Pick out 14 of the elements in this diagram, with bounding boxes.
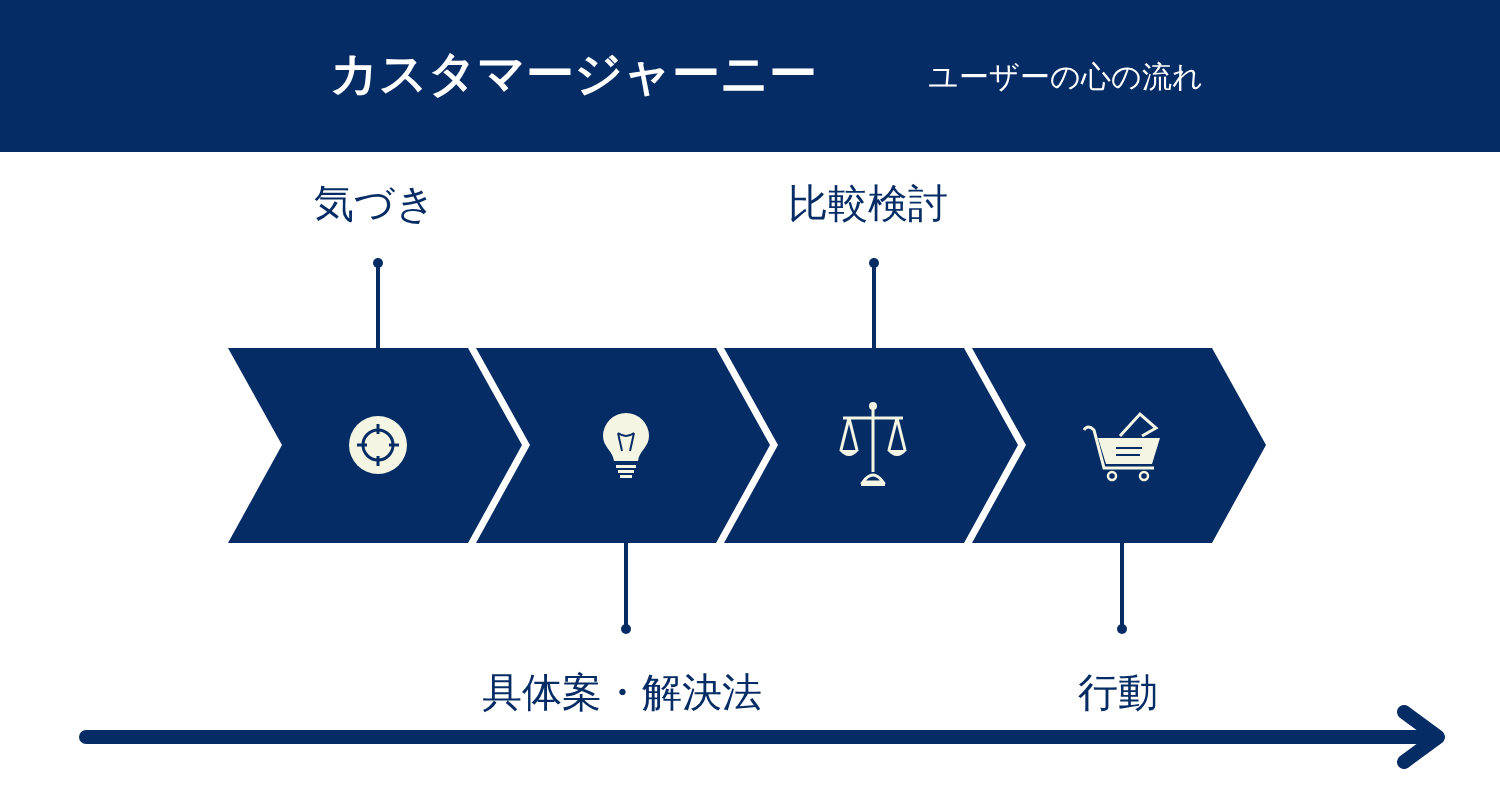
stage-label: 行動 (1078, 665, 1158, 720)
chevron-step (972, 348, 1266, 543)
stage-label: 具体案・解決法 (482, 665, 762, 720)
leader-line (373, 258, 383, 348)
stage-label: 比較検討 (788, 176, 948, 231)
chevron-step (724, 348, 1018, 543)
subtitle: ユーザーの心の流れ (928, 58, 1203, 96)
chevron-step (228, 348, 522, 543)
title: カスタマージャーニー (330, 44, 817, 103)
chevron-step (476, 348, 770, 543)
leader-line (621, 543, 631, 634)
stage-label: 気づき (314, 176, 436, 231)
leader-line (1117, 543, 1127, 634)
leader-line (869, 258, 879, 348)
